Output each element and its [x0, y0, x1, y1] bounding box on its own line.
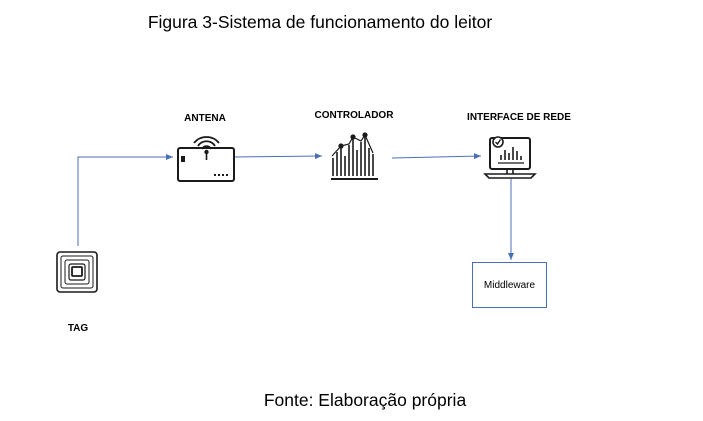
antenna-reader-icon — [177, 136, 235, 182]
controller-chart-icon — [331, 132, 378, 180]
middleware-label: Middleware — [483, 279, 536, 291]
controller-label: CONTROLADOR — [314, 110, 394, 121]
network-interface-label: INTERFACE DE REDE — [467, 112, 571, 123]
middleware-box: Middleware — [472, 262, 547, 308]
antenna-label: ANTENA — [184, 113, 226, 124]
rfid-tag-icon — [56, 251, 98, 293]
figure-source: Fonte: Elaboração própria — [263, 390, 467, 410]
arrow-controller-to-network — [391, 153, 482, 160]
arrow-antenna-to-controller — [234, 153, 323, 160]
arrow-tag-to-antenna — [77, 154, 173, 246]
tag-label: TAG — [67, 323, 89, 334]
figure-title: Figura 3-Sistema de funcionamento do lei… — [147, 12, 493, 32]
network-monitor-icon — [483, 136, 537, 179]
